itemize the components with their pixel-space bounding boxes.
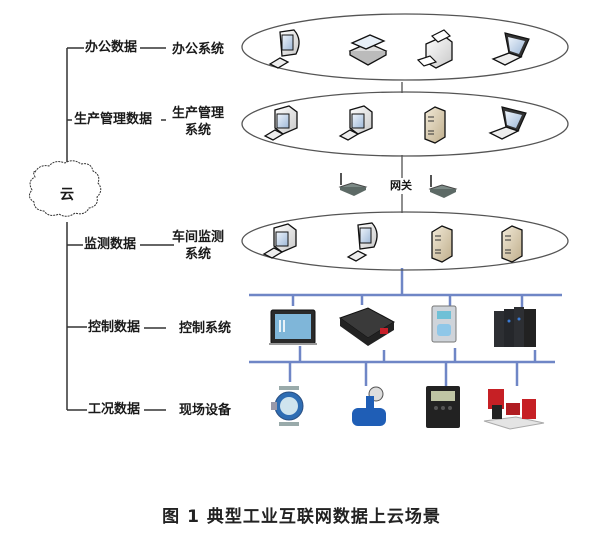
- system-label-line: 系统: [185, 247, 212, 262]
- system-label-line: 生产管理: [172, 106, 225, 121]
- rack-controller-icon: [494, 307, 536, 347]
- cloud-label: 云: [60, 187, 74, 203]
- branch-data-label-office: 办公数据: [85, 40, 138, 55]
- server-tower-icon: [501, 225, 523, 263]
- gateway-router-icon: [428, 175, 458, 198]
- flow-meter-icon: [271, 386, 304, 426]
- system-label-monitor: 车间监测 系统: [172, 229, 224, 263]
- desktop-computer-icon: [338, 105, 373, 141]
- desktop-computer-icon: [263, 105, 298, 141]
- server-tower-icon: [431, 225, 453, 263]
- control-bus: [249, 293, 562, 308]
- monitor-system-ellipse: [241, 211, 569, 271]
- desktop-computer-icon: [262, 223, 297, 259]
- system-label-line: 控制系统: [179, 321, 232, 336]
- tree-trunk: [66, 47, 174, 411]
- branch-data-label-field: 工况数据: [88, 402, 141, 417]
- plc-controller-icon: [338, 307, 396, 346]
- system-label-line: 办公系统: [172, 42, 225, 57]
- printer-icon: [416, 29, 453, 69]
- desktop-computer-icon: [346, 222, 378, 262]
- cloud-icon: [28, 160, 102, 217]
- hmi-touch-panel-icon: [269, 309, 317, 345]
- server-tower-icon: [424, 106, 446, 144]
- scanner-icon: [348, 34, 388, 66]
- gateway-router-icon: [338, 173, 368, 196]
- system-label-line: 车间监测: [172, 230, 225, 245]
- system-label-control: 控制系统: [179, 320, 231, 337]
- desktop-computer-icon: [268, 29, 300, 69]
- laptop-icon: [488, 106, 527, 140]
- machine-tool-icon: [483, 389, 545, 430]
- figure-caption: 图 1 典型工业互联网数据上云场景: [162, 507, 441, 527]
- production-system-ellipse: [241, 91, 569, 157]
- gateway-label: 网关: [389, 178, 413, 194]
- branch-data-label-monitor: 监测数据: [84, 237, 137, 252]
- wall-mounted-analyzer-icon: [431, 305, 457, 343]
- field-bus: [249, 346, 555, 386]
- electromagnetic-flowmeter-icon: [352, 386, 386, 426]
- system-label-production: 生产管理 系统: [172, 105, 224, 139]
- office-system-ellipse: [241, 13, 569, 81]
- system-label-office: 办公系统: [172, 41, 224, 58]
- digital-timer-icon: [426, 386, 460, 428]
- branch-data-label-control: 控制数据: [88, 320, 141, 335]
- branch-data-label-production: 生产管理数据: [74, 112, 153, 127]
- system-label-field: 现场设备: [179, 402, 231, 419]
- laptop-icon: [491, 32, 530, 66]
- system-label-line: 现场设备: [179, 403, 232, 418]
- system-label-line: 系统: [185, 123, 212, 138]
